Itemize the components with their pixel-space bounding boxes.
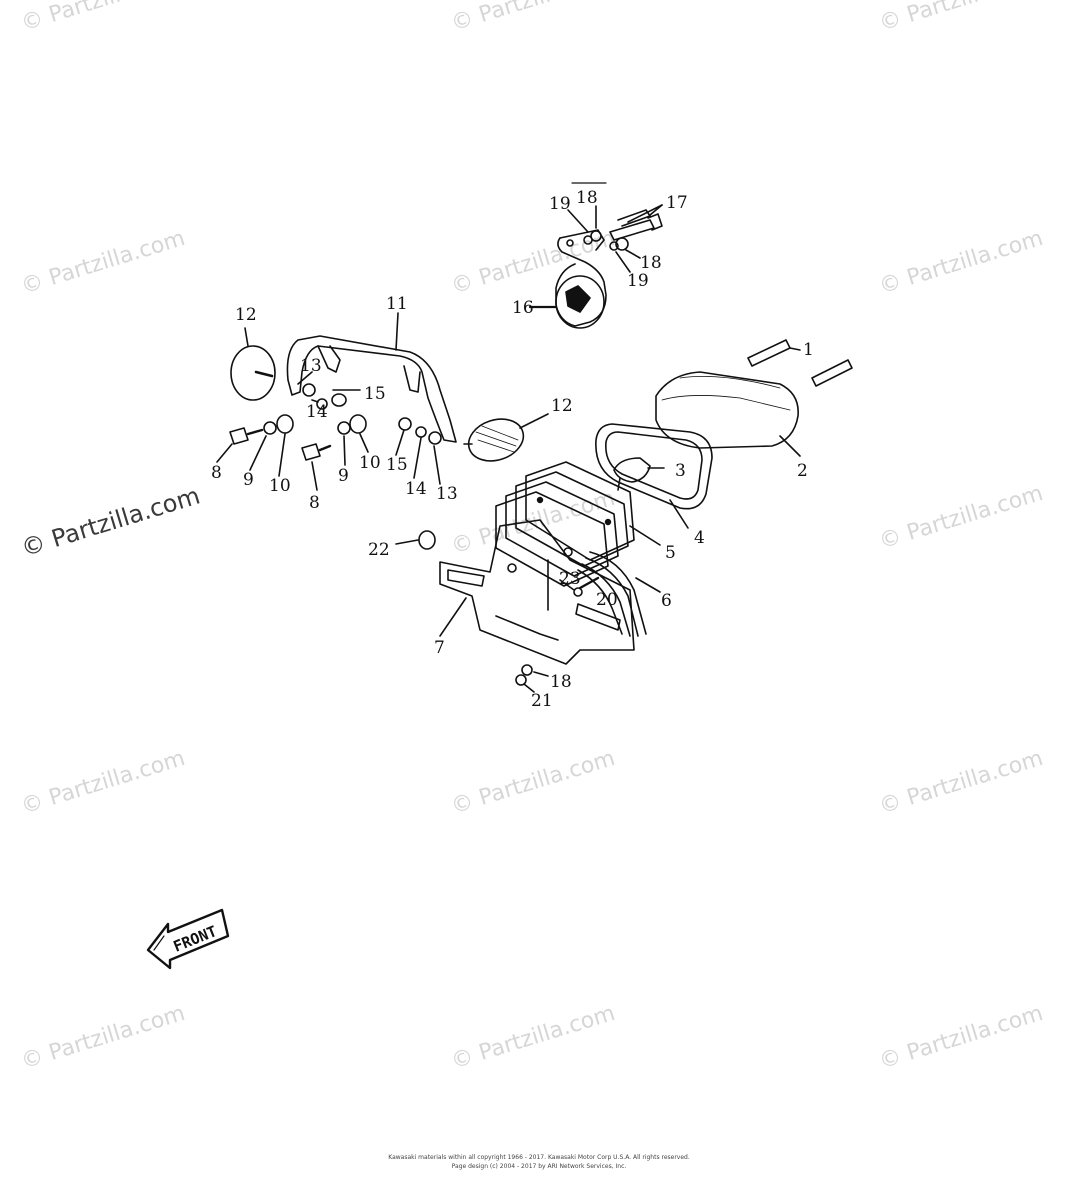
callout-number: 4 — [694, 528, 705, 548]
callout-number: 19 — [549, 194, 571, 214]
callout-number: 18 — [550, 672, 572, 692]
part-4-gasket — [595, 423, 713, 529]
callout-number: 19 — [627, 271, 649, 291]
callout-number: 12 — [551, 396, 573, 416]
callout-number: 10 — [359, 453, 381, 473]
part-17-18-19-fasteners — [567, 204, 663, 273]
callout-number: 3 — [675, 461, 686, 481]
callout-number: 8 — [309, 493, 320, 513]
part-3-bulb — [613, 457, 665, 491]
callout-number: 15 — [386, 455, 408, 475]
callout-number: 5 — [665, 543, 676, 563]
copyright-footer-line2: Page design (c) 2004 - 2017 by ARI Netwo… — [451, 1163, 627, 1170]
callout-number: 9 — [338, 466, 349, 486]
part-11-grab-bar — [286, 312, 457, 443]
callout-number: 16 — [512, 298, 534, 318]
part-6-wires — [577, 551, 661, 637]
callout-number: 6 — [661, 591, 672, 611]
callout-number: 13 — [436, 484, 458, 504]
callout-number: 7 — [434, 638, 445, 658]
callout-number: 10 — [269, 476, 291, 496]
callout-number: 8 — [211, 463, 222, 483]
callout-number: 22 — [368, 540, 390, 560]
callout-number: 23 — [559, 569, 581, 589]
part-7-license-bracket — [439, 519, 635, 665]
callout-number: 1 — [803, 340, 814, 360]
part-2-lamp-lens — [655, 371, 801, 457]
callout-number: 9 — [243, 470, 254, 490]
callout-number: 13 — [300, 356, 322, 376]
callout-number: 18 — [576, 188, 598, 208]
callout-number: 14 — [306, 402, 328, 422]
part-12-reflectors — [230, 327, 549, 462]
callout-number: 12 — [235, 305, 257, 325]
callout-number: 2 — [797, 461, 808, 481]
callout-number: 15 — [364, 384, 386, 404]
callout-number: 14 — [405, 479, 427, 499]
callout-number: 18 — [640, 253, 662, 273]
callout-number: 11 — [386, 294, 408, 314]
part-1-screws — [747, 339, 853, 387]
front-direction-arrow — [146, 908, 230, 970]
part-8-15-hardware — [216, 383, 442, 491]
part-18-20-21-22-23-small-parts — [395, 530, 600, 693]
callout-number: 20 — [596, 590, 618, 610]
callout-number: 17 — [666, 193, 688, 213]
callout-number: 21 — [531, 691, 553, 711]
copyright-footer-line1: Kawasaki materials within all copyright … — [388, 1154, 690, 1161]
